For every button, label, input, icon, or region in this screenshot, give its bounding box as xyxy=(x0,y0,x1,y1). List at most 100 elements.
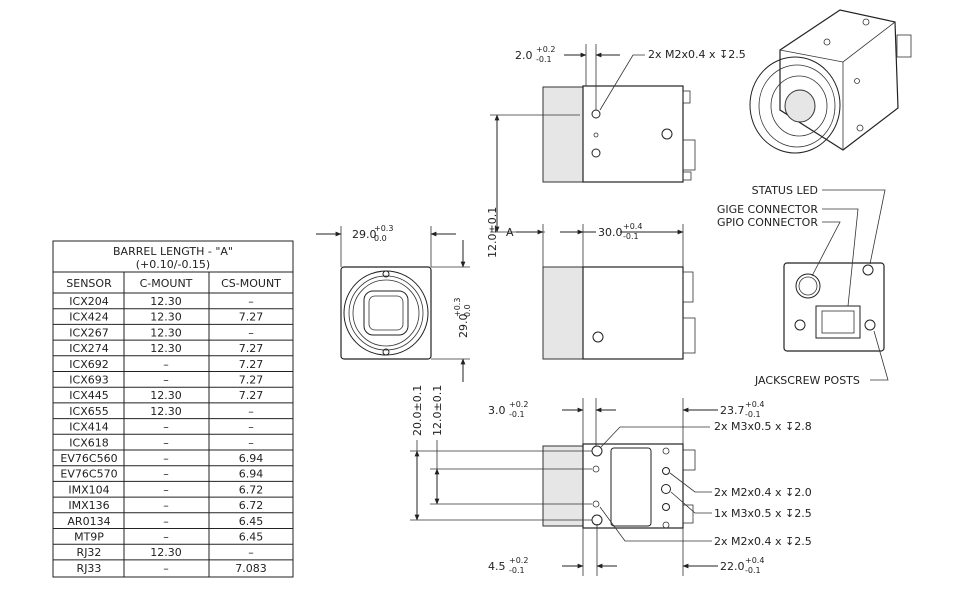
table-cell-c-mount: 12.30 xyxy=(150,546,182,559)
table-cell-c-mount: 12.30 xyxy=(150,326,182,339)
rear-body xyxy=(783,262,885,352)
table-cell-cs-mount: 6.72 xyxy=(239,483,264,496)
front-view: 29.0 +0.3 0.0 29.0 +0.3 0.0 xyxy=(316,224,472,382)
camera-iso-view xyxy=(749,9,912,154)
table-cell-c-mount: – xyxy=(163,358,169,371)
bottom-length-top-tol-bot: -0.1 xyxy=(745,410,761,419)
table-cell-c-mount: – xyxy=(163,562,169,575)
table-cell-sensor: ICX267 xyxy=(69,326,108,339)
status-led xyxy=(862,264,874,276)
iso-body xyxy=(779,9,899,151)
table-header-cs-mount: CS-MOUNT xyxy=(221,277,281,290)
table-cell-sensor: ICX204 xyxy=(69,295,108,308)
top-offset-dim: 2.0 xyxy=(515,49,533,62)
table-row: IMX136–6.72 xyxy=(68,499,263,512)
side-lens-barrel xyxy=(542,266,584,360)
bottom-length-top-dim: 23.7 xyxy=(720,404,745,417)
table-cell-c-mount: 12.30 xyxy=(150,311,182,324)
bottom-lens-barrel xyxy=(542,445,584,527)
bottom-height-12-dim: 12.0±0.1 xyxy=(431,385,444,436)
table-cell-sensor: ICX424 xyxy=(69,311,108,324)
bottom-length-bot-tol-top: +0.4 xyxy=(745,556,764,565)
front-width-tol-bot: 0.0 xyxy=(374,234,387,243)
jackscrew-post xyxy=(864,319,876,331)
side-view: A 30.0 +0.4 -0.1 xyxy=(506,222,696,360)
table-row: ICX693–7.27 xyxy=(69,374,263,387)
bottom-m3-25-callout: 1x M3x0.5 x ↧2.5 xyxy=(714,507,812,520)
table-cell-cs-mount: – xyxy=(248,295,254,308)
table-cell-c-mount: – xyxy=(163,374,169,387)
bottom-body xyxy=(582,443,684,529)
side-length-dim: 30.0 xyxy=(598,226,623,239)
table-title: BARREL LENGTH - "A" xyxy=(113,245,233,258)
bottom-m2-20-callout: 2x M2x0.4 x ↧2.0 xyxy=(714,486,812,499)
bottom-label-plate xyxy=(610,447,652,527)
top-offset-tol-bot: -0.1 xyxy=(536,55,552,64)
table-cell-cs-mount: 6.45 xyxy=(239,515,264,528)
gige-connector xyxy=(815,305,861,339)
table-cell-c-mount: 12.30 xyxy=(150,295,182,308)
table-cell-sensor: AR0134 xyxy=(67,515,110,528)
top-offset-tol-top: +0.2 xyxy=(536,45,555,54)
table-cell-c-mount: – xyxy=(163,452,169,465)
jackscrew-post xyxy=(794,319,806,331)
side-screw-hole xyxy=(592,331,604,343)
iso-lens-ring xyxy=(749,56,841,154)
front-body xyxy=(340,266,432,360)
top-view: 2.0 +0.2 -0.1 2x M2x0.4 x ↧2.5 xyxy=(515,44,746,183)
side-length-tol-top: +0.4 xyxy=(623,222,642,231)
front-width-tol-top: +0.3 xyxy=(374,224,393,233)
table-cell-sensor: MT9P xyxy=(74,531,104,544)
table-cell-sensor: ICX692 xyxy=(69,358,108,371)
table-row: IMX104 – 6.72 xyxy=(68,483,263,496)
bottom-offset-top-tol-top: +0.2 xyxy=(509,400,528,409)
table-cell-cs-mount: 7.083 xyxy=(235,562,267,575)
table-cell-cs-mount: – xyxy=(248,405,254,418)
table-row: ICX618–– xyxy=(69,436,253,449)
table-cell-c-mount: – xyxy=(163,436,169,449)
gige-connector-label: GIGE CONNECTOR xyxy=(717,203,819,216)
table-cell-cs-mount: 6.94 xyxy=(239,468,264,481)
bottom-view: 3.0 +0.2 -0.1 23.7 +0.4 -0.1 4.5 +0.2 -0… xyxy=(410,385,812,576)
table-row: ICX204 12.30 – xyxy=(69,295,253,308)
side-height-dim: 12.0±0.1 xyxy=(486,207,499,258)
front-height-dim: 29.0 xyxy=(457,314,470,339)
table-cell-sensor: ICX445 xyxy=(69,389,108,402)
table-cell-cs-mount: 6.45 xyxy=(239,531,264,544)
bottom-height-20-dim: 20.0±0.1 xyxy=(411,385,424,436)
table-cell-sensor: IMX104 xyxy=(68,483,109,496)
table-cell-c-mount: – xyxy=(163,531,169,544)
table-cell-sensor: ICX414 xyxy=(69,421,108,434)
table-cell-sensor: ICX693 xyxy=(69,374,108,387)
bottom-offset-bot-tol-top: +0.2 xyxy=(509,556,528,565)
top-screw-hole xyxy=(661,128,673,140)
side-body xyxy=(582,266,684,360)
table-cell-c-mount: 12.30 xyxy=(150,389,182,402)
top-lens-barrel xyxy=(542,86,584,183)
table-cell-sensor: RJ32 xyxy=(77,546,102,559)
table-cell-c-mount: – xyxy=(163,468,169,481)
top-screw-hole xyxy=(591,148,601,158)
top-holes-callout: 2x M2x0.4 x ↧2.5 xyxy=(648,48,746,61)
table-cell-sensor: RJ33 xyxy=(77,562,102,575)
bottom-length-bot-tol-bot: -0.1 xyxy=(745,566,761,575)
table-row: ICX692 – 7.27 xyxy=(69,358,263,371)
bottom-length-bot-dim: 22.0 xyxy=(720,560,745,573)
table-cell-cs-mount: 7.27 xyxy=(239,358,264,371)
table-row: EV76C570–6.94 xyxy=(60,468,263,481)
table-cell-cs-mount: 7.27 xyxy=(239,389,264,402)
bottom-offset-bot-tol-bot: -0.1 xyxy=(509,566,525,575)
table-tolerance: (+0.10/-0.15) xyxy=(136,258,210,271)
table-cell-sensor: IMX136 xyxy=(68,499,109,512)
table-row: AR0134 – 6.45 xyxy=(67,515,263,528)
table-cell-c-mount: – xyxy=(163,483,169,496)
bottom-offset-top-tol-bot: -0.1 xyxy=(509,410,525,419)
table-cell-c-mount: – xyxy=(163,421,169,434)
table-cell-cs-mount: 7.27 xyxy=(239,311,264,324)
status-led-label: STATUS LED xyxy=(752,184,818,197)
table-cell-cs-mount: – xyxy=(248,421,254,434)
table-cell-c-mount: – xyxy=(163,515,169,528)
